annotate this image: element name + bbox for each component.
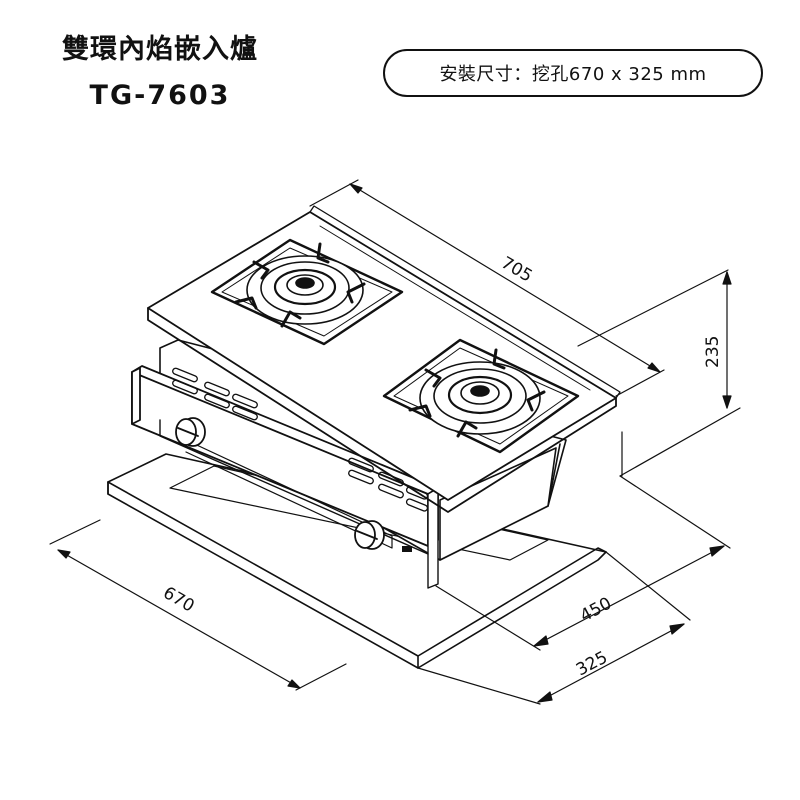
dim-705: 705 [498, 253, 536, 287]
burner-right [382, 338, 580, 454]
control-panel [131, 365, 439, 589]
model-number: TG-7603 [89, 80, 231, 111]
dim-235: 235 [703, 336, 723, 368]
control-knobs [175, 417, 385, 550]
dim-450: 450 [577, 594, 615, 627]
dim-325: 325 [573, 648, 611, 681]
knob-right [354, 520, 385, 550]
burner-left [210, 238, 404, 346]
installation-spec-text: 安裝尺寸：挖孔670 x 325 mm [439, 64, 707, 85]
product-name: 雙環內焰嵌入爐 [62, 34, 258, 65]
dimension-lines [49, 179, 741, 705]
knob-left [175, 417, 206, 447]
title-block: 雙環內焰嵌入爐 TG-7603 [40, 30, 280, 116]
installation-spec-badge: 安裝尺寸：挖孔670 x 325 mm [383, 49, 763, 97]
